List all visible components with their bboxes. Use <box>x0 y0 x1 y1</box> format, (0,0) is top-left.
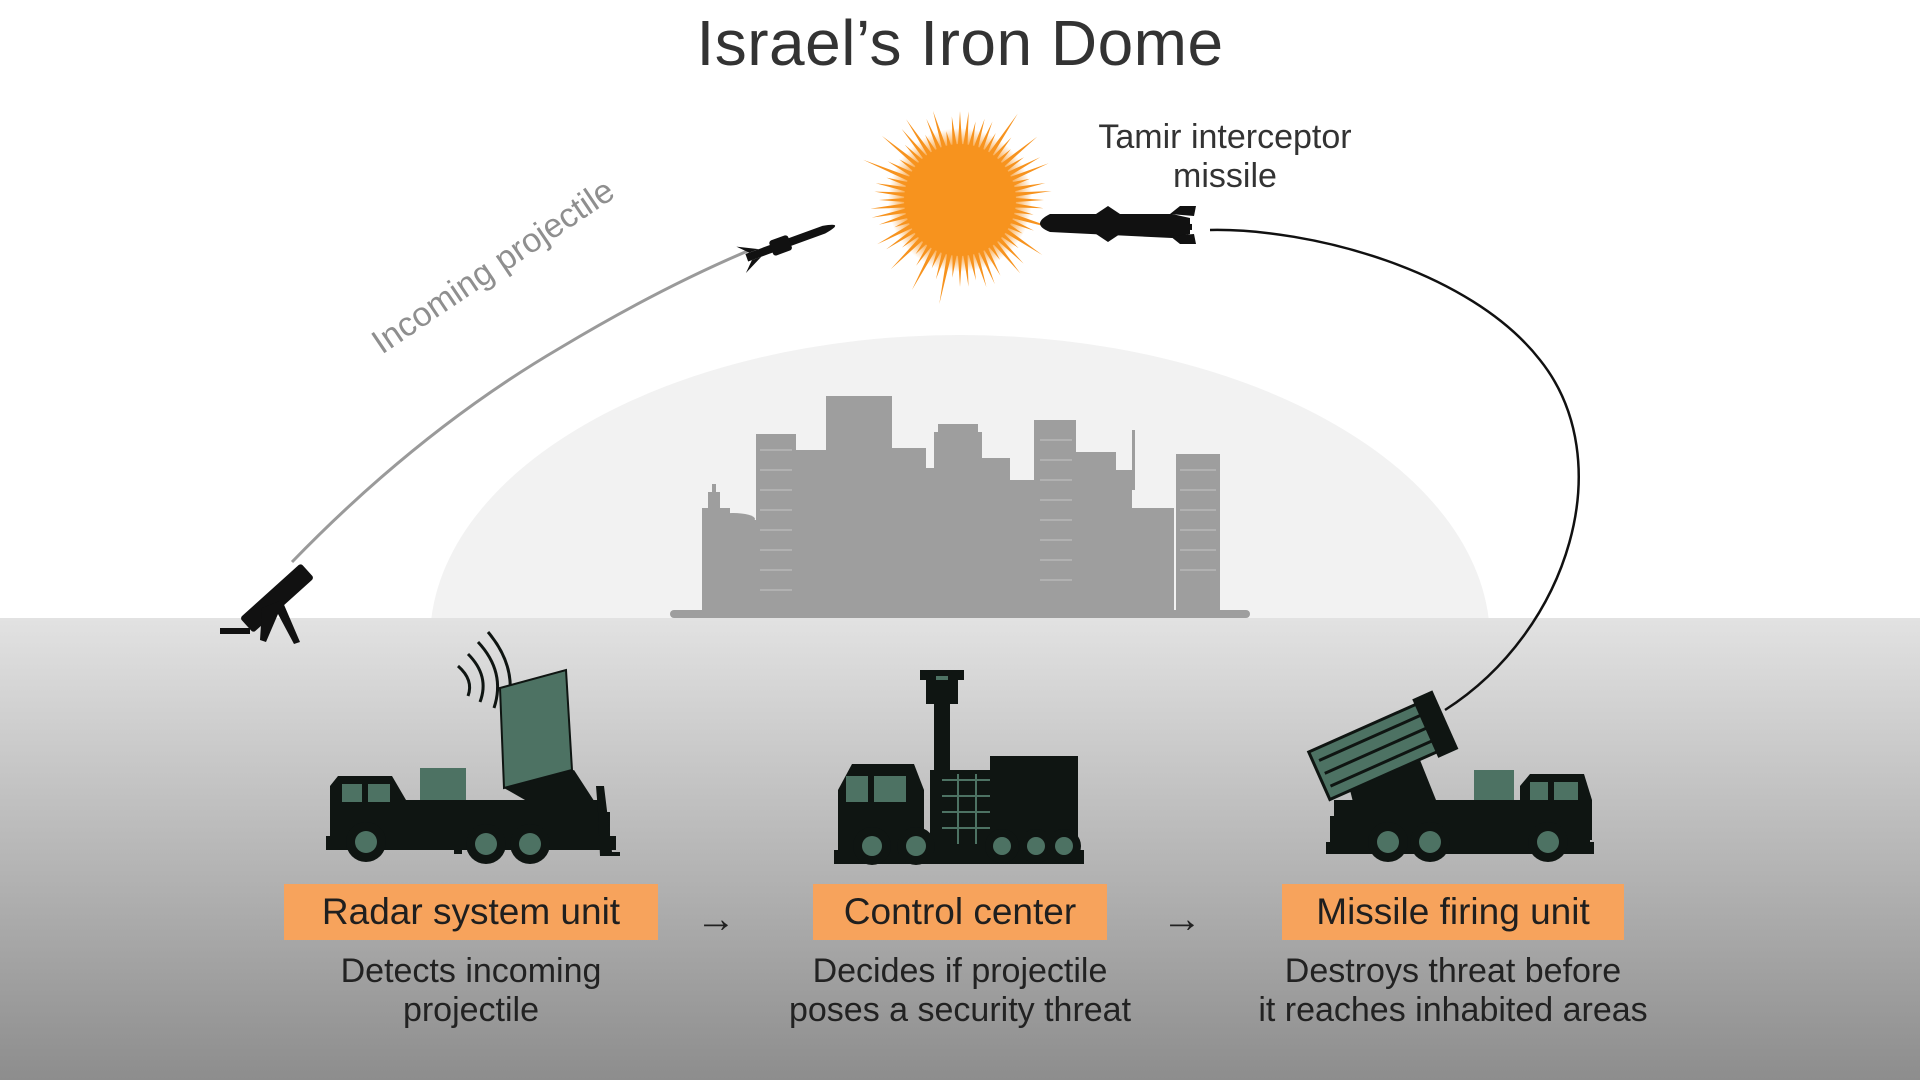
missile-launcher-truck-icon <box>1306 690 1594 862</box>
interceptor-label-line-1: Tamir interceptor <box>1098 118 1352 156</box>
step-label-radar: Radar system unit <box>284 884 658 940</box>
incoming-projectile-icon <box>736 224 836 273</box>
radar-description-line-1: Detects incoming <box>340 952 602 990</box>
diagram-title: Israel’s Iron Dome <box>696 7 1224 79</box>
step-label-firing: Missile firing unit <box>1282 884 1624 940</box>
rocket-launcher-icon <box>220 564 313 644</box>
interceptor-label: Tamir interceptor missile <box>1040 118 1410 196</box>
incoming-trajectory <box>290 248 751 564</box>
firing-description-line-1: Destroys threat before <box>1284 952 1622 990</box>
step-label-control: Control center <box>813 884 1107 940</box>
control-center-truck-icon <box>834 670 1084 865</box>
interceptor-trajectory <box>1209 228 1580 712</box>
control-description-line-2: poses a security threat <box>788 991 1132 1029</box>
step-description-firing: Destroys threat before it reaches inhabi… <box>1213 952 1693 1030</box>
explosion-rays <box>863 111 1059 304</box>
radar-truck-icon <box>326 631 620 864</box>
explosion-icon <box>863 111 1059 304</box>
step-description-control: Decides if projectile poses a security t… <box>720 952 1200 1030</box>
control-description-line-1: Decides if projectile <box>812 952 1108 990</box>
flow-arrow-2: → <box>1162 897 1202 941</box>
radar-description-line-2: projectile <box>402 991 540 1029</box>
step-description-radar: Detects incoming projectile <box>231 952 711 1030</box>
firing-description-line-2: it reaches inhabited areas <box>1258 991 1648 1029</box>
flow-arrow-1: → <box>696 897 736 941</box>
interceptor-label-line-2: missile <box>1173 157 1277 195</box>
explosion-core <box>904 144 1016 256</box>
interceptor-missile-icon <box>1040 206 1196 244</box>
skyline-windows <box>760 439 1216 591</box>
